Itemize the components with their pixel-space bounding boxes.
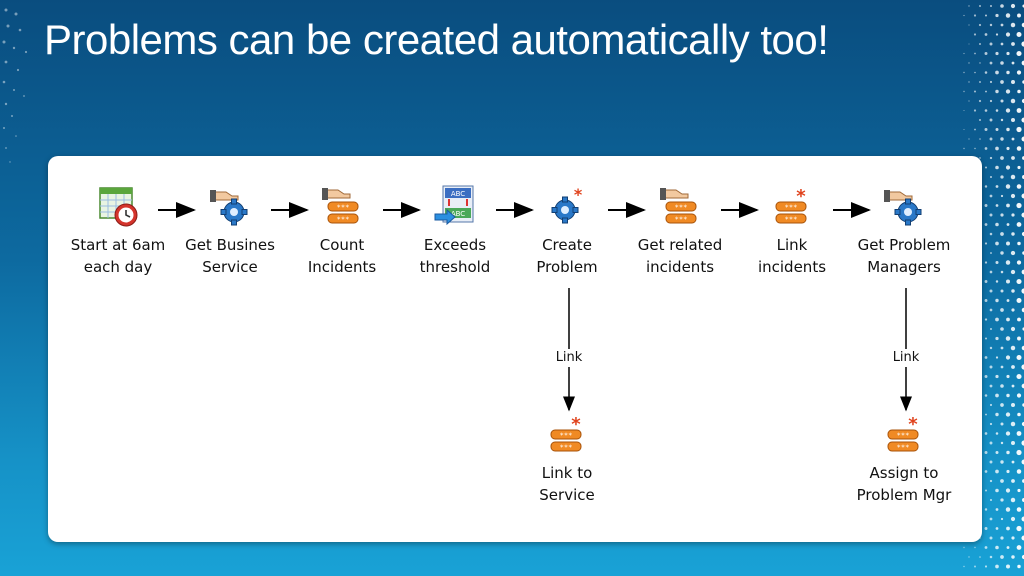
node-line1: Assign to bbox=[869, 464, 939, 482]
node-line2: incidents bbox=[645, 258, 715, 276]
hand-gear-icon bbox=[884, 190, 922, 226]
link-records-icon: *** *** * bbox=[775, 186, 807, 224]
link-records-icon: *** *** * bbox=[887, 414, 919, 452]
node-line1: Get Busines bbox=[185, 236, 275, 254]
compare-abc-icon: ABC ABC bbox=[434, 185, 474, 226]
activity-start-at-6am[interactable]: Start at 6am each day bbox=[63, 184, 173, 278]
svg-text:***: *** bbox=[560, 444, 573, 452]
svg-text:*: * bbox=[908, 414, 918, 435]
svg-text:***: *** bbox=[897, 432, 910, 440]
svg-text:*: * bbox=[571, 414, 581, 435]
node-line1: Create bbox=[542, 236, 592, 254]
node-line2: Service bbox=[539, 486, 595, 504]
node-line1: Get Problem bbox=[857, 236, 951, 254]
node-line1: Link to bbox=[541, 464, 593, 482]
dot-pattern-right bbox=[963, 3, 1024, 569]
node-line2: incidents bbox=[757, 258, 827, 276]
workflow-panel: Link Link Start at 6am each day bbox=[48, 156, 982, 542]
node-line2: Service bbox=[202, 258, 258, 276]
svg-text:***: *** bbox=[897, 444, 910, 452]
svg-text:*: * bbox=[574, 185, 583, 204]
link-label-2: Link bbox=[886, 349, 926, 367]
svg-text:***: *** bbox=[785, 204, 798, 212]
node-line2: Problem bbox=[536, 258, 598, 276]
dot-pattern-left bbox=[2, 8, 28, 163]
slide-title: Problems can be created automatically to… bbox=[44, 16, 829, 63]
hand-records-icon: *** *** bbox=[322, 188, 359, 224]
svg-text:***: *** bbox=[337, 204, 350, 212]
node-line1: Start at 6am bbox=[70, 236, 166, 254]
node-line2: each day bbox=[83, 258, 153, 276]
hand-gear-icon bbox=[210, 190, 248, 226]
node-line1: Link bbox=[776, 236, 808, 254]
activity-get-related-incidents[interactable]: *** *** Get related incidents bbox=[625, 184, 735, 278]
activity-assign-to-problem-mgr[interactable]: *** *** * Assign to Problem Mgr bbox=[849, 412, 959, 506]
hand-records-icon: *** *** bbox=[660, 188, 697, 224]
node-line1: Exceeds bbox=[423, 236, 487, 254]
create-gear-icon: * bbox=[551, 185, 583, 224]
svg-text:***: *** bbox=[675, 216, 688, 224]
svg-text:***: *** bbox=[560, 432, 573, 440]
node-line2: Managers bbox=[867, 258, 941, 276]
node-line2: Problem Mgr bbox=[856, 486, 952, 504]
svg-text:***: *** bbox=[675, 204, 688, 212]
link-label-1: Link bbox=[549, 349, 589, 367]
activity-exceeds-threshold[interactable]: ABC ABC Exceeds threshold bbox=[400, 184, 510, 278]
calendar-clock-icon bbox=[99, 187, 138, 227]
svg-text:***: *** bbox=[785, 216, 798, 224]
svg-text:*: * bbox=[796, 186, 806, 207]
activity-link-incidents[interactable]: *** *** * Link incidents bbox=[737, 184, 847, 278]
activity-link-to-service[interactable]: *** *** * Link to Service bbox=[512, 412, 622, 506]
link-records-icon: *** *** * bbox=[550, 414, 582, 452]
svg-text:***: *** bbox=[337, 216, 350, 224]
svg-text:ABC: ABC bbox=[451, 210, 465, 218]
node-line1: Get related bbox=[637, 236, 723, 254]
node-line2: Incidents bbox=[307, 258, 377, 276]
svg-text:ABC: ABC bbox=[451, 190, 465, 198]
node-line2: threshold bbox=[419, 258, 491, 276]
node-line1: Count bbox=[319, 236, 365, 254]
